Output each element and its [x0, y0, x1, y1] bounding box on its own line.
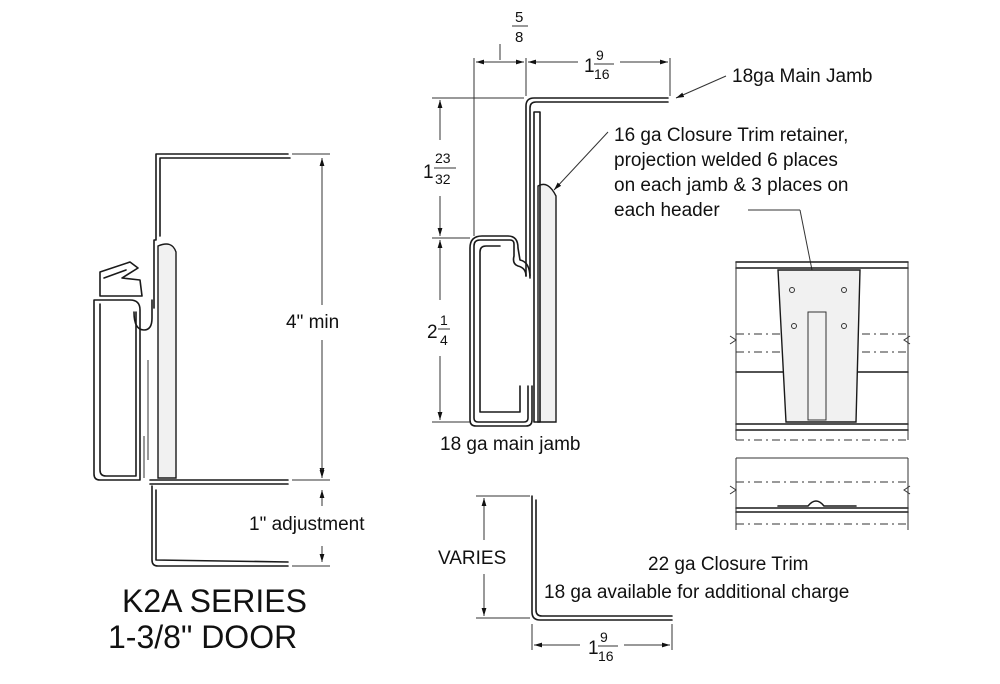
dim-top-width-num: 9	[596, 47, 604, 63]
dim-4in-min: 4" min	[286, 312, 339, 333]
dim-trim-width-den: 16	[598, 648, 614, 664]
closure-trim-detail: 1 9 16	[476, 495, 673, 664]
dim-5-8-den: 8	[515, 29, 523, 46]
dim-jamb-height-whole: 1	[423, 162, 434, 183]
dim-trim-width-num: 9	[600, 629, 608, 645]
callout-retainer-line-4: each header	[614, 200, 720, 221]
dim-1in-adjustment: 1" adjustment	[249, 514, 365, 535]
dim-lower-height-whole: 2	[427, 322, 438, 343]
callout-retainer-line-3: on each jamb & 3 places on	[614, 175, 849, 196]
callout-22ga-closure-trim: 22 ga Closure Trim	[648, 554, 809, 575]
dim-varies: VARIES	[438, 548, 506, 569]
right-plan-detail	[729, 209, 911, 530]
door-size-title: 1-3/8" DOOR	[108, 619, 297, 655]
callout-18ga-main-jamb-lower: 18 ga main jamb	[440, 434, 580, 455]
callout-retainer-line-1: 16 ga Closure Trim retainer,	[614, 125, 848, 146]
series-title: K2A SERIES	[122, 583, 307, 619]
callout-retainer-line-2: projection welded 6 places	[614, 150, 838, 171]
callout-18ga-available: 18 ga available for additional charge	[544, 582, 849, 603]
dim-jamb-height-den: 32	[435, 171, 451, 187]
dim-lower-height-num: 1	[440, 312, 448, 328]
callout-18ga-main-jamb: 18ga Main Jamb	[732, 66, 872, 87]
dim-top-width-den: 16	[594, 66, 610, 82]
dim-jamb-height-num: 23	[435, 150, 451, 166]
left-assembly: 4" min 1" adjustment	[93, 153, 365, 567]
dim-5-8-num: 5	[515, 9, 523, 26]
dim-trim-width-whole: 1	[588, 638, 599, 659]
dim-top-width-whole: 1	[584, 56, 595, 77]
dim-lower-height-den: 4	[440, 332, 448, 348]
center-jamb-detail: 5 8 1 9 16 1 23 32 2 1 4	[423, 9, 727, 427]
